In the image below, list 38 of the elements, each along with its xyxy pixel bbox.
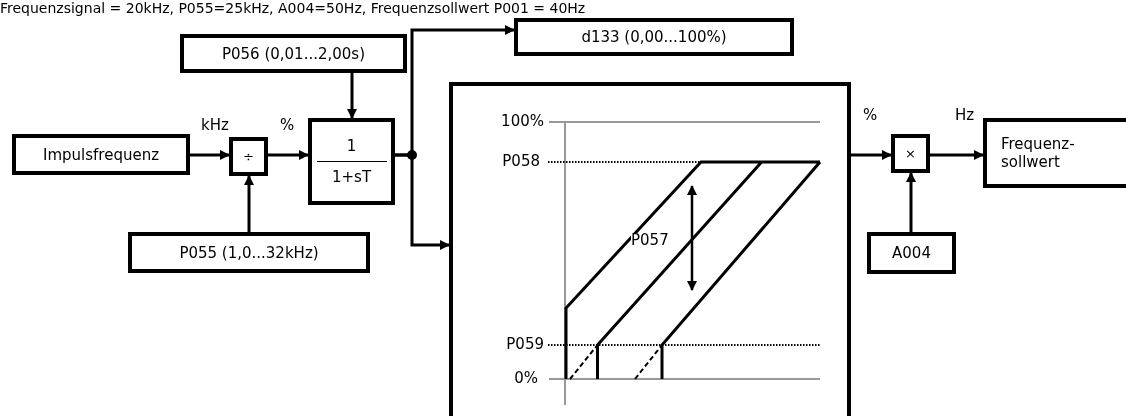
arrow [190, 150, 230, 160]
arrow [347, 73, 357, 119]
input-box [12, 134, 190, 175]
node-text: P056 (0,01...2,00s) [221, 44, 366, 63]
axis-label: P059 [506, 337, 544, 352]
axis-label: 100% [501, 114, 544, 129]
parameter-box [867, 232, 956, 274]
arrow [906, 172, 916, 232]
output-box [983, 118, 1126, 188]
node-text: A004 [892, 244, 931, 262]
axis-label: P058 [502, 154, 540, 169]
axis-label: 0% [514, 371, 538, 386]
node-text: Frequenz- sollwert [1001, 135, 1076, 171]
display-box [514, 18, 794, 56]
denominator-text: 1+sT [330, 167, 373, 188]
divider-block [229, 137, 268, 176]
arrow [395, 153, 450, 250]
unit-label: kHz [201, 118, 229, 133]
parameter-box [128, 232, 370, 273]
multiplier-block [891, 134, 930, 173]
characteristic-box [449, 82, 851, 416]
axis-label: P057 [631, 233, 669, 248]
arrow [930, 150, 984, 160]
diagram-title: Frequenzsignal = 20kHz, P055=25kHz, A004=50Hz, Frequenzsollwert P001 = 40Hz [0, 1, 586, 15]
unit-label: Hz [955, 108, 975, 123]
arrow [244, 175, 254, 232]
node-text: × [905, 145, 916, 162]
node-text: d133 (0,00...100%) [581, 28, 727, 46]
unit-label: % [863, 108, 878, 123]
unit-label: % [280, 118, 295, 133]
filter-block [308, 118, 395, 205]
arrow [268, 150, 309, 160]
node-text: P055 (1,0...32kHz) [179, 243, 319, 262]
parameter-box [180, 34, 407, 73]
node-text: ÷ [243, 148, 254, 165]
arrow [851, 150, 892, 160]
numerator-text: 1 [316, 131, 387, 162]
node-text: Impulsfrequenz [43, 145, 159, 164]
